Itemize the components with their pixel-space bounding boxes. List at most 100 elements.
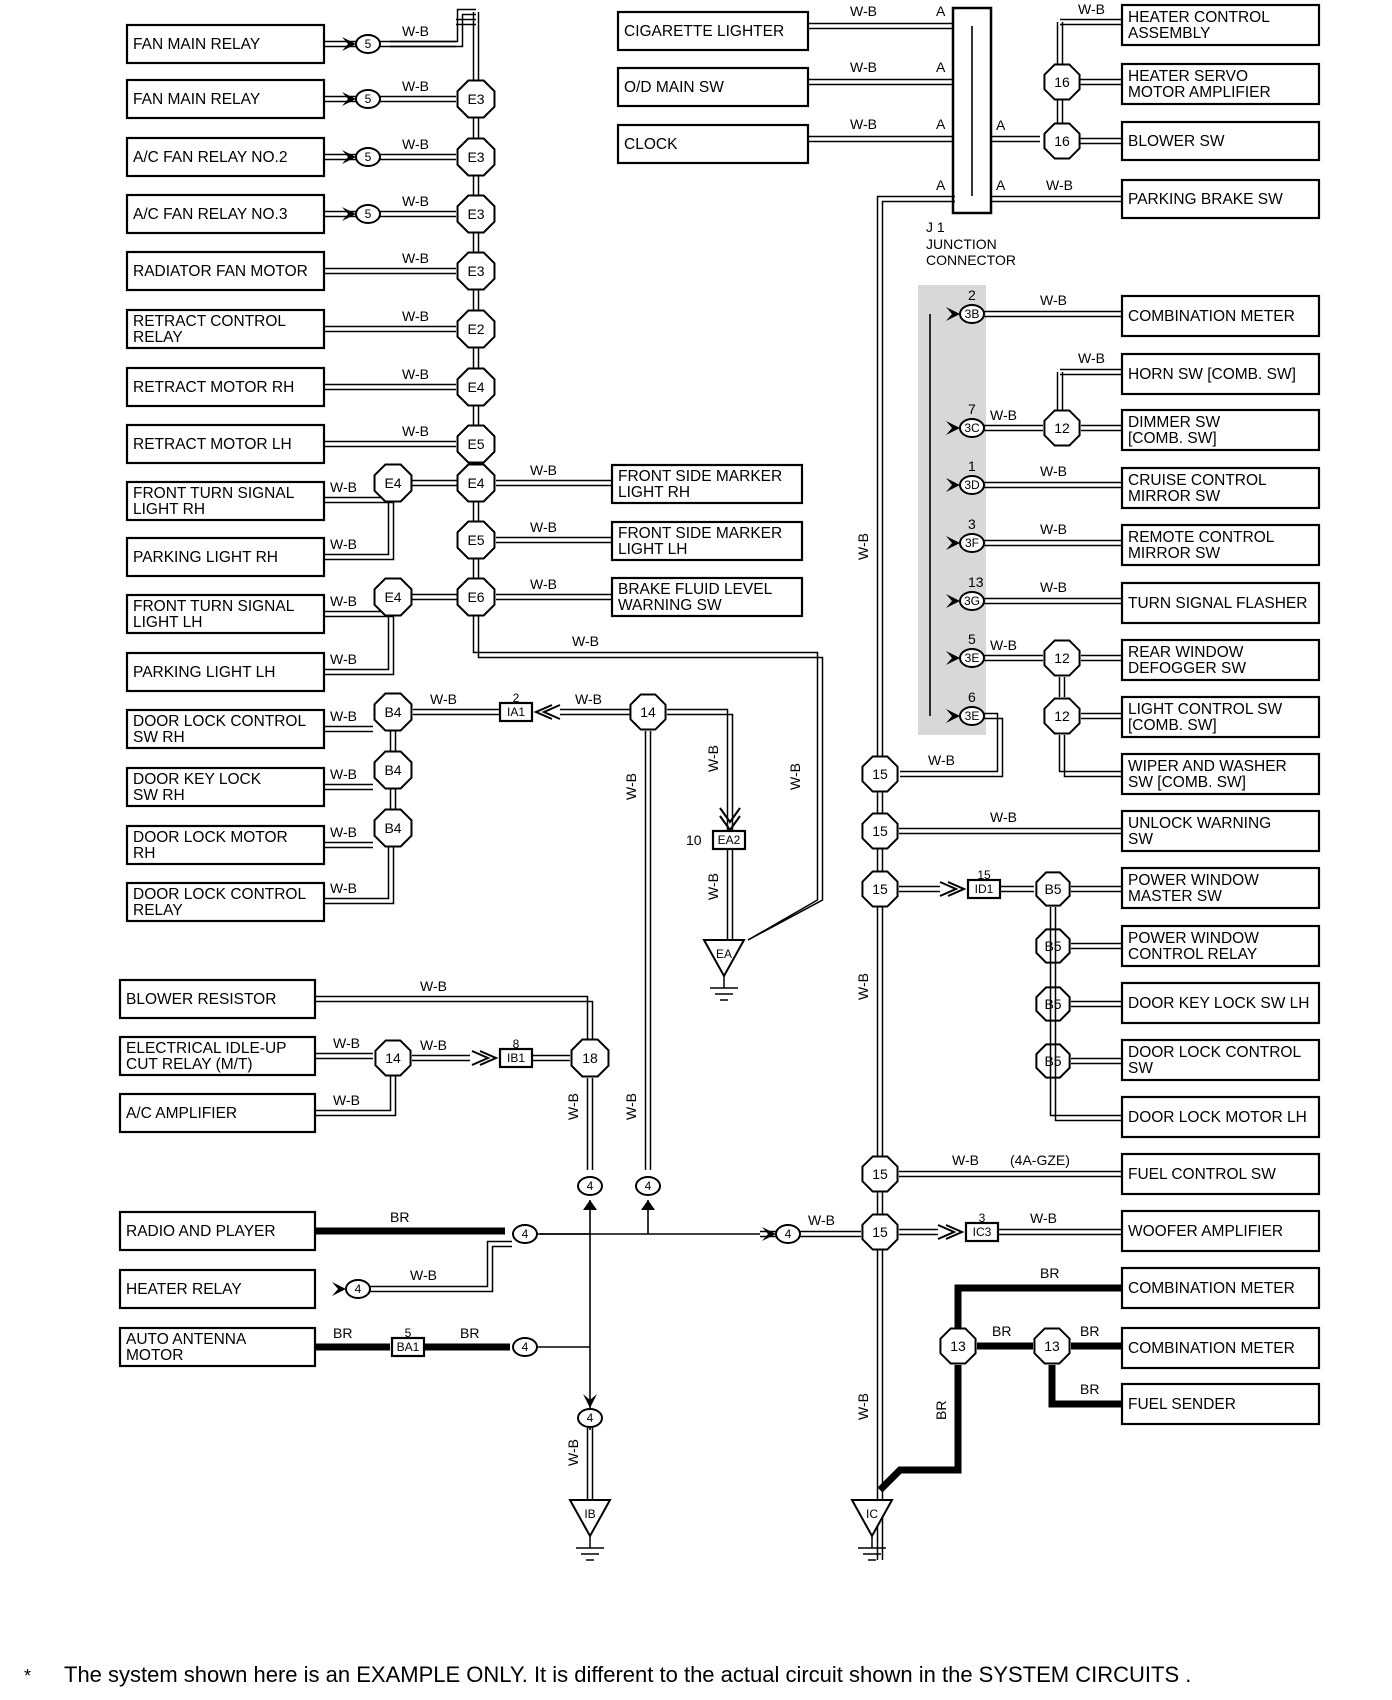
wire-label-br: BR: [1080, 1381, 1099, 1397]
connector-col-E4-shape: [456, 367, 496, 407]
inline-ic3-arrow: [937, 1224, 965, 1240]
left-component-6-label: RETRACT CONTROL: [133, 313, 286, 330]
wire-strand: [324, 843, 395, 905]
wire-b5-vert: [1049, 907, 1122, 1122]
wire-label-wb: W-B: [333, 1092, 360, 1108]
right-component-17-frame: [1120, 981, 1321, 1025]
right-component-12: LIGHT CONTROL SW[COMB. SW]: [1120, 695, 1321, 739]
connector-5-row-1-arrow: [342, 37, 356, 51]
inline-id1-frame: [966, 878, 1002, 900]
connector-5-row-2: 5: [342, 89, 381, 109]
lower-left-component-5-frame: [118, 1268, 317, 1310]
left-component-6-frame: [125, 308, 326, 350]
right-component-20-frame: [1120, 1152, 1321, 1196]
wire-b4-ia1: [413, 708, 500, 716]
wire-label-wb: W-B: [330, 708, 357, 724]
wire-label-br: BR: [333, 1325, 352, 1341]
connector-18-shape: [570, 1038, 610, 1078]
left-component-3-frame: [125, 136, 326, 178]
wire-heater-ctrl: [1060, 18, 1122, 26]
connector-col-E3-shape: [456, 137, 496, 177]
connector-5-row-4: 5: [342, 204, 381, 224]
junction-pin-3B-0-label: 3B: [965, 307, 980, 321]
connector-col-E2: E2: [456, 309, 496, 349]
connector-4-a: 4: [577, 1176, 603, 1196]
lower-left-component-1: BLOWER RESISTOR: [118, 978, 317, 1020]
connector-col-e5-b-label: E5: [467, 532, 484, 548]
right-component-13-label: WIPER AND WASHER: [1128, 758, 1287, 775]
junction-pin-label: A: [936, 116, 946, 132]
wire-left-6: [324, 325, 456, 333]
wire-comb-meter: [984, 310, 1122, 318]
wire-woofer: [998, 1228, 1122, 1236]
connector-b5-3-label: B5: [1044, 996, 1061, 1012]
right-component-18-label: DOOR LOCK CONTROL: [1128, 1044, 1301, 1061]
ground-ic-shape: [850, 1499, 894, 1539]
connector-4-g-arrow: [762, 1227, 776, 1241]
right-component-21-label: WOOFER AMPLIFIER: [1128, 1223, 1283, 1240]
wire-strand: [370, 1240, 512, 1288]
right-component-21-frame: [1120, 1209, 1321, 1253]
connector-4-f-label: 4: [587, 1411, 594, 1425]
junction-pin-3C-1-arrow: [946, 421, 960, 435]
right-component-17: DOOR KEY LOCK SW LH: [1120, 981, 1321, 1025]
connector-12-a-shape: [1043, 409, 1081, 447]
wire-label-wb: W-B: [410, 1267, 437, 1283]
top-center-component-3: CLOCK: [616, 123, 810, 165]
mid-component-1-label: FRONT SIDE MARKER: [618, 468, 782, 485]
right-component-20-label: FUEL CONTROL SW: [1128, 1166, 1276, 1183]
wire-strand: [1049, 907, 1122, 1117]
left-component-9-label: LIGHT RH: [133, 501, 205, 518]
wire-label-wb: W-B: [330, 651, 357, 667]
wire-label-wb: W-B: [572, 633, 599, 649]
wire-label-wb: W-B: [850, 116, 877, 132]
ground-ea-label: EA: [716, 947, 732, 961]
inline-ba1-label: BA1: [397, 1340, 420, 1354]
right-component-3-label: BLOWER SW: [1128, 133, 1225, 150]
right-component-3: BLOWER SW: [1120, 120, 1321, 162]
connector-col-E4: E4: [456, 367, 496, 407]
left-component-9-label: FRONT TURN SIGNAL: [133, 485, 295, 502]
wire-idle-up: [315, 1052, 373, 1060]
connector-col-E3-label: E3: [467, 149, 484, 165]
connector-b5-1-label: B5: [1044, 881, 1061, 897]
connector-b4-c-label: B4: [384, 820, 401, 836]
lower-left-component-3-frame: [118, 1092, 317, 1134]
mid-component-2-label: LIGHT LH: [618, 541, 688, 558]
left-component-11-label: LIGHT LH: [133, 614, 203, 631]
wire-br-comb-1: [954, 1284, 1122, 1344]
wire-door-4: [324, 843, 395, 905]
lower-left-component-5: HEATER RELAY: [118, 1268, 317, 1310]
connector-col-E3-label: E3: [467, 206, 484, 222]
left-component-7-label: RETRACT MOTOR RH: [133, 379, 294, 396]
wire-label-wb: W-B: [430, 691, 457, 707]
left-component-13-frame: [125, 708, 326, 750]
inline-ib1-frame: [498, 1047, 534, 1069]
wire-label-wb: W-B: [420, 978, 447, 994]
connector-18: 18: [570, 1038, 610, 1078]
connector-b5-4: B5: [1035, 1043, 1071, 1079]
connector-14-b-shape: [374, 1039, 412, 1077]
connector-b4-a-shape: [373, 692, 413, 732]
right-component-7-label: [COMB. SW]: [1128, 430, 1217, 447]
wire-blower-resistor: [315, 995, 594, 1040]
left-component-14-frame: [125, 766, 326, 808]
wire-label-wb: W-B: [1030, 1210, 1057, 1226]
connector-15-1-label: 15: [872, 766, 888, 782]
connector-16-a: 16: [1043, 63, 1081, 101]
right-component-14-label: SW: [1128, 831, 1153, 848]
connector-col-E2-shape: [456, 309, 496, 349]
connector-15-3-shape: [861, 870, 899, 908]
connector-5-row-2-arrow: [342, 92, 356, 106]
wire-3e-15: [900, 712, 1004, 778]
left-component-1: FAN MAIN RELAY: [125, 23, 326, 65]
connector-13-a-shape: [939, 1327, 977, 1365]
left-component-1-frame: [125, 23, 326, 65]
wire-left-4: [324, 210, 456, 218]
wire-3e-12: [984, 654, 1043, 662]
wire-door-3: [324, 841, 373, 849]
junction-pin-number: 5: [968, 631, 976, 647]
